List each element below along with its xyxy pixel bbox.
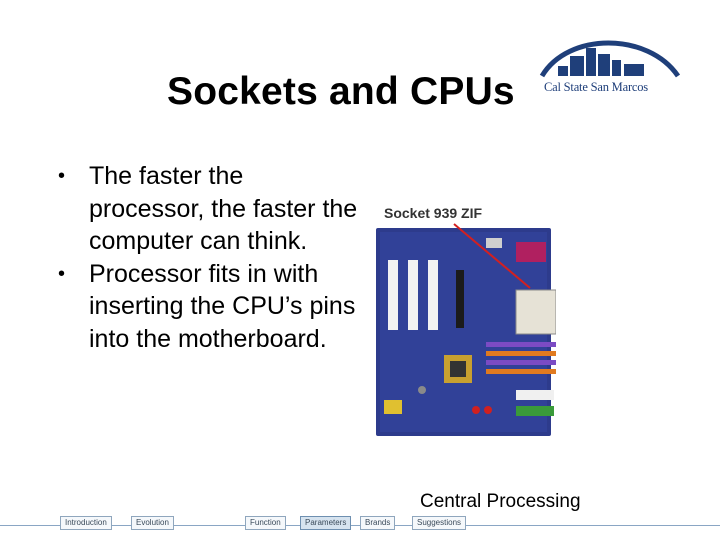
motherboard-image: Socket 939 ZIF [366,190,557,440]
nav-tab-brands[interactable]: Brands [360,516,396,530]
bullet-item: • The faster the processor, the faster t… [58,160,358,258]
nav-tab-introduction[interactable]: Introduction [60,516,112,530]
footer-caption: Central Processing [420,491,581,512]
logo-text: Cal State San Marcos [544,80,648,94]
bullet-text: Processor fits in with inserting the CPU… [89,259,356,353]
slide-title: Sockets and CPUs [167,70,515,113]
nav-tab-function[interactable]: Function [245,516,286,530]
nav-tab-evolution[interactable]: Evolution [131,516,174,530]
university-logo: Cal State San Marcos [538,38,681,102]
bullet-icon: • [58,262,66,285]
socket-label: Socket 939 ZIF [384,205,482,221]
bullet-icon: • [58,165,66,187]
logo-skyline-icon [539,40,681,78]
bullet-text: The faster the processor, the faster the… [89,162,358,255]
bullet-item: • Processor fits in with inserting the C… [58,258,358,356]
bullet-list: • The faster the processor, the faster t… [58,160,358,355]
nav-tab-suggestions[interactable]: Suggestions [412,516,467,530]
nav-tab-parameters[interactable]: Parameters [300,516,352,530]
